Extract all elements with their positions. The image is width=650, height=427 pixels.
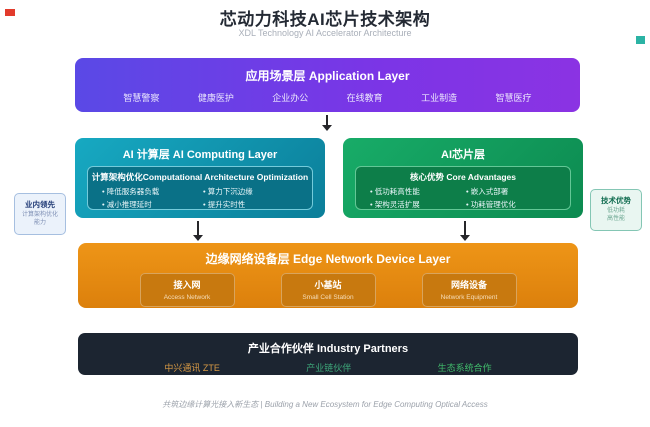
edge-box-zh-label: 网络设备 [450,280,487,290]
chip-bullet-flexible-arch: 架构灵活扩展 [370,199,466,210]
ai-chip-layer-title: AI芯片层 [441,149,485,161]
app-item-smart-medical: 智慧医疗 [495,93,532,103]
app-item-enterprise-office: 企业办公 [272,93,309,103]
industry-partners-layer: 产业合作伙伴 Industry Partners 中兴通讯 ZTE 产业链伙伴 … [78,333,578,375]
application-layer-title: 应用场景层 Application Layer [245,69,410,83]
ai-computing-layer-title: AI 计算层 AI Computing Layer [122,149,278,161]
edge-box-small-cell: 小基站 Small Cell Station [280,273,376,307]
left-badge-title: 业内领先 [25,200,55,209]
ai-computing-layer: AI 计算层 AI Computing Layer 计算架构优化Computat… [75,138,325,218]
arrow-head [193,235,203,241]
chip-advantages-panel: 核心优势 Core Advantages 低功耗高性能 嵌入式部署 架构灵活扩展… [355,166,571,210]
edge-box-network-equipment: 网络设备 Network Equipment [421,273,517,307]
edge-box-en-label: Access Network [163,294,211,301]
computing-bullet-realtime: 提升实时性 [203,199,304,210]
teal-corner-mark-icon [636,36,645,44]
computing-bullet-edge-computing: 算力下沉边缘 [203,186,304,197]
arrow-shaft [326,115,328,125]
computing-bullet-reduce-latency: 减小推理延时 [102,199,203,210]
tech-advantage-badge: 技术优势 低功耗 高性能 [590,189,642,231]
industry-leading-badge: 业内领先 计算架构优化 能力 [14,193,66,235]
computing-bullet-reduce-server-load: 降低服务器负载 [102,186,203,197]
partner-ecosystem: 生态系统合作 [437,363,492,373]
app-item-industrial-mfg: 工业制造 [421,93,458,103]
down-arrow-icon [460,221,470,241]
right-badge-subtitle: 低功耗 高性能 [591,208,641,224]
edge-box-en-label: Small Cell Station [302,294,354,301]
edge-layer-title: 边缘网络设备层 Edge Network Device Layer [205,252,451,266]
edge-device-boxes: 接入网 Access Network 小基站 Small Cell Statio… [78,273,578,307]
partner-items: 中兴通讯 ZTE 产业链伙伴 生态系统合作 [78,361,578,374]
down-arrow-icon [193,221,203,241]
chip-bullet-low-power-high-perf: 低功耗高性能 [370,186,466,197]
page-subtitle: XDL Technology AI Accelerator Architectu… [238,28,412,38]
edge-box-zh-label: 小基站 [314,280,342,290]
left-badge-subtitle-line1: 计算架构优化 [21,212,58,218]
computing-optimization-panel: 计算架构优化Computational Architecture Optimiz… [87,166,313,210]
partner-zte: 中兴通讯 ZTE [164,363,220,373]
chip-bullet-power-management: 功耗管理优化 [466,199,562,210]
edge-network-device-layer: 边缘网络设备层 Edge Network Device Layer 接入网 Ac… [78,243,578,308]
right-badge-title: 技术优势 [601,196,631,205]
edge-box-en-label: Network Equipment [440,294,498,301]
left-badge-subtitle: 计算架构优化 能力 [15,212,65,228]
app-item-online-education: 在线教育 [346,93,383,103]
computing-panel-title: 计算架构优化Computational Architecture Optimiz… [91,172,309,182]
application-layer: 应用场景层 Application Layer 智慧警察 健康医护 企业办公 在… [75,58,580,112]
right-badge-subtitle-line2: 高性能 [606,215,625,222]
footer-tagline: 共筑边缘计算光接入新生态 | Building a New Ecosystem … [162,400,488,409]
app-item-health-care: 健康医护 [197,93,234,103]
right-badge-subtitle-line1: 低功耗 [606,208,625,214]
down-arrow-icon [322,115,332,131]
computing-bullet-list: 降低服务器负载 算力下沉边缘 减小推理延时 提升实时性 [88,183,312,210]
page-title: 芯动力科技AI芯片技术架构 [219,10,431,29]
left-badge-subtitle-line2: 能力 [33,219,46,226]
ai-chip-layer: AI芯片层 核心优势 Core Advantages 低功耗高性能 嵌入式部署 … [343,138,583,218]
chip-panel-title: 核心优势 Core Advantages [410,172,516,182]
red-corner-mark-icon [5,9,15,16]
arrow-head [460,235,470,241]
app-item-smart-police: 智慧警察 [123,93,160,103]
partners-layer-title: 产业合作伙伴 Industry Partners [247,343,409,355]
partner-chain: 产业链伙伴 [306,363,352,373]
arrow-shaft [464,221,466,235]
edge-box-zh-label: 接入网 [173,280,201,290]
arrow-shaft [197,221,199,235]
application-layer-items: 智慧警察 健康医护 企业办公 在线教育 工业制造 智慧医疗 [75,91,580,104]
edge-box-access-network: 接入网 Access Network [139,273,235,307]
arrow-head [322,125,332,131]
chip-bullet-embedded-deploy: 嵌入式部署 [466,186,562,197]
chip-bullet-list: 低功耗高性能 嵌入式部署 架构灵活扩展 功耗管理优化 [356,183,570,210]
